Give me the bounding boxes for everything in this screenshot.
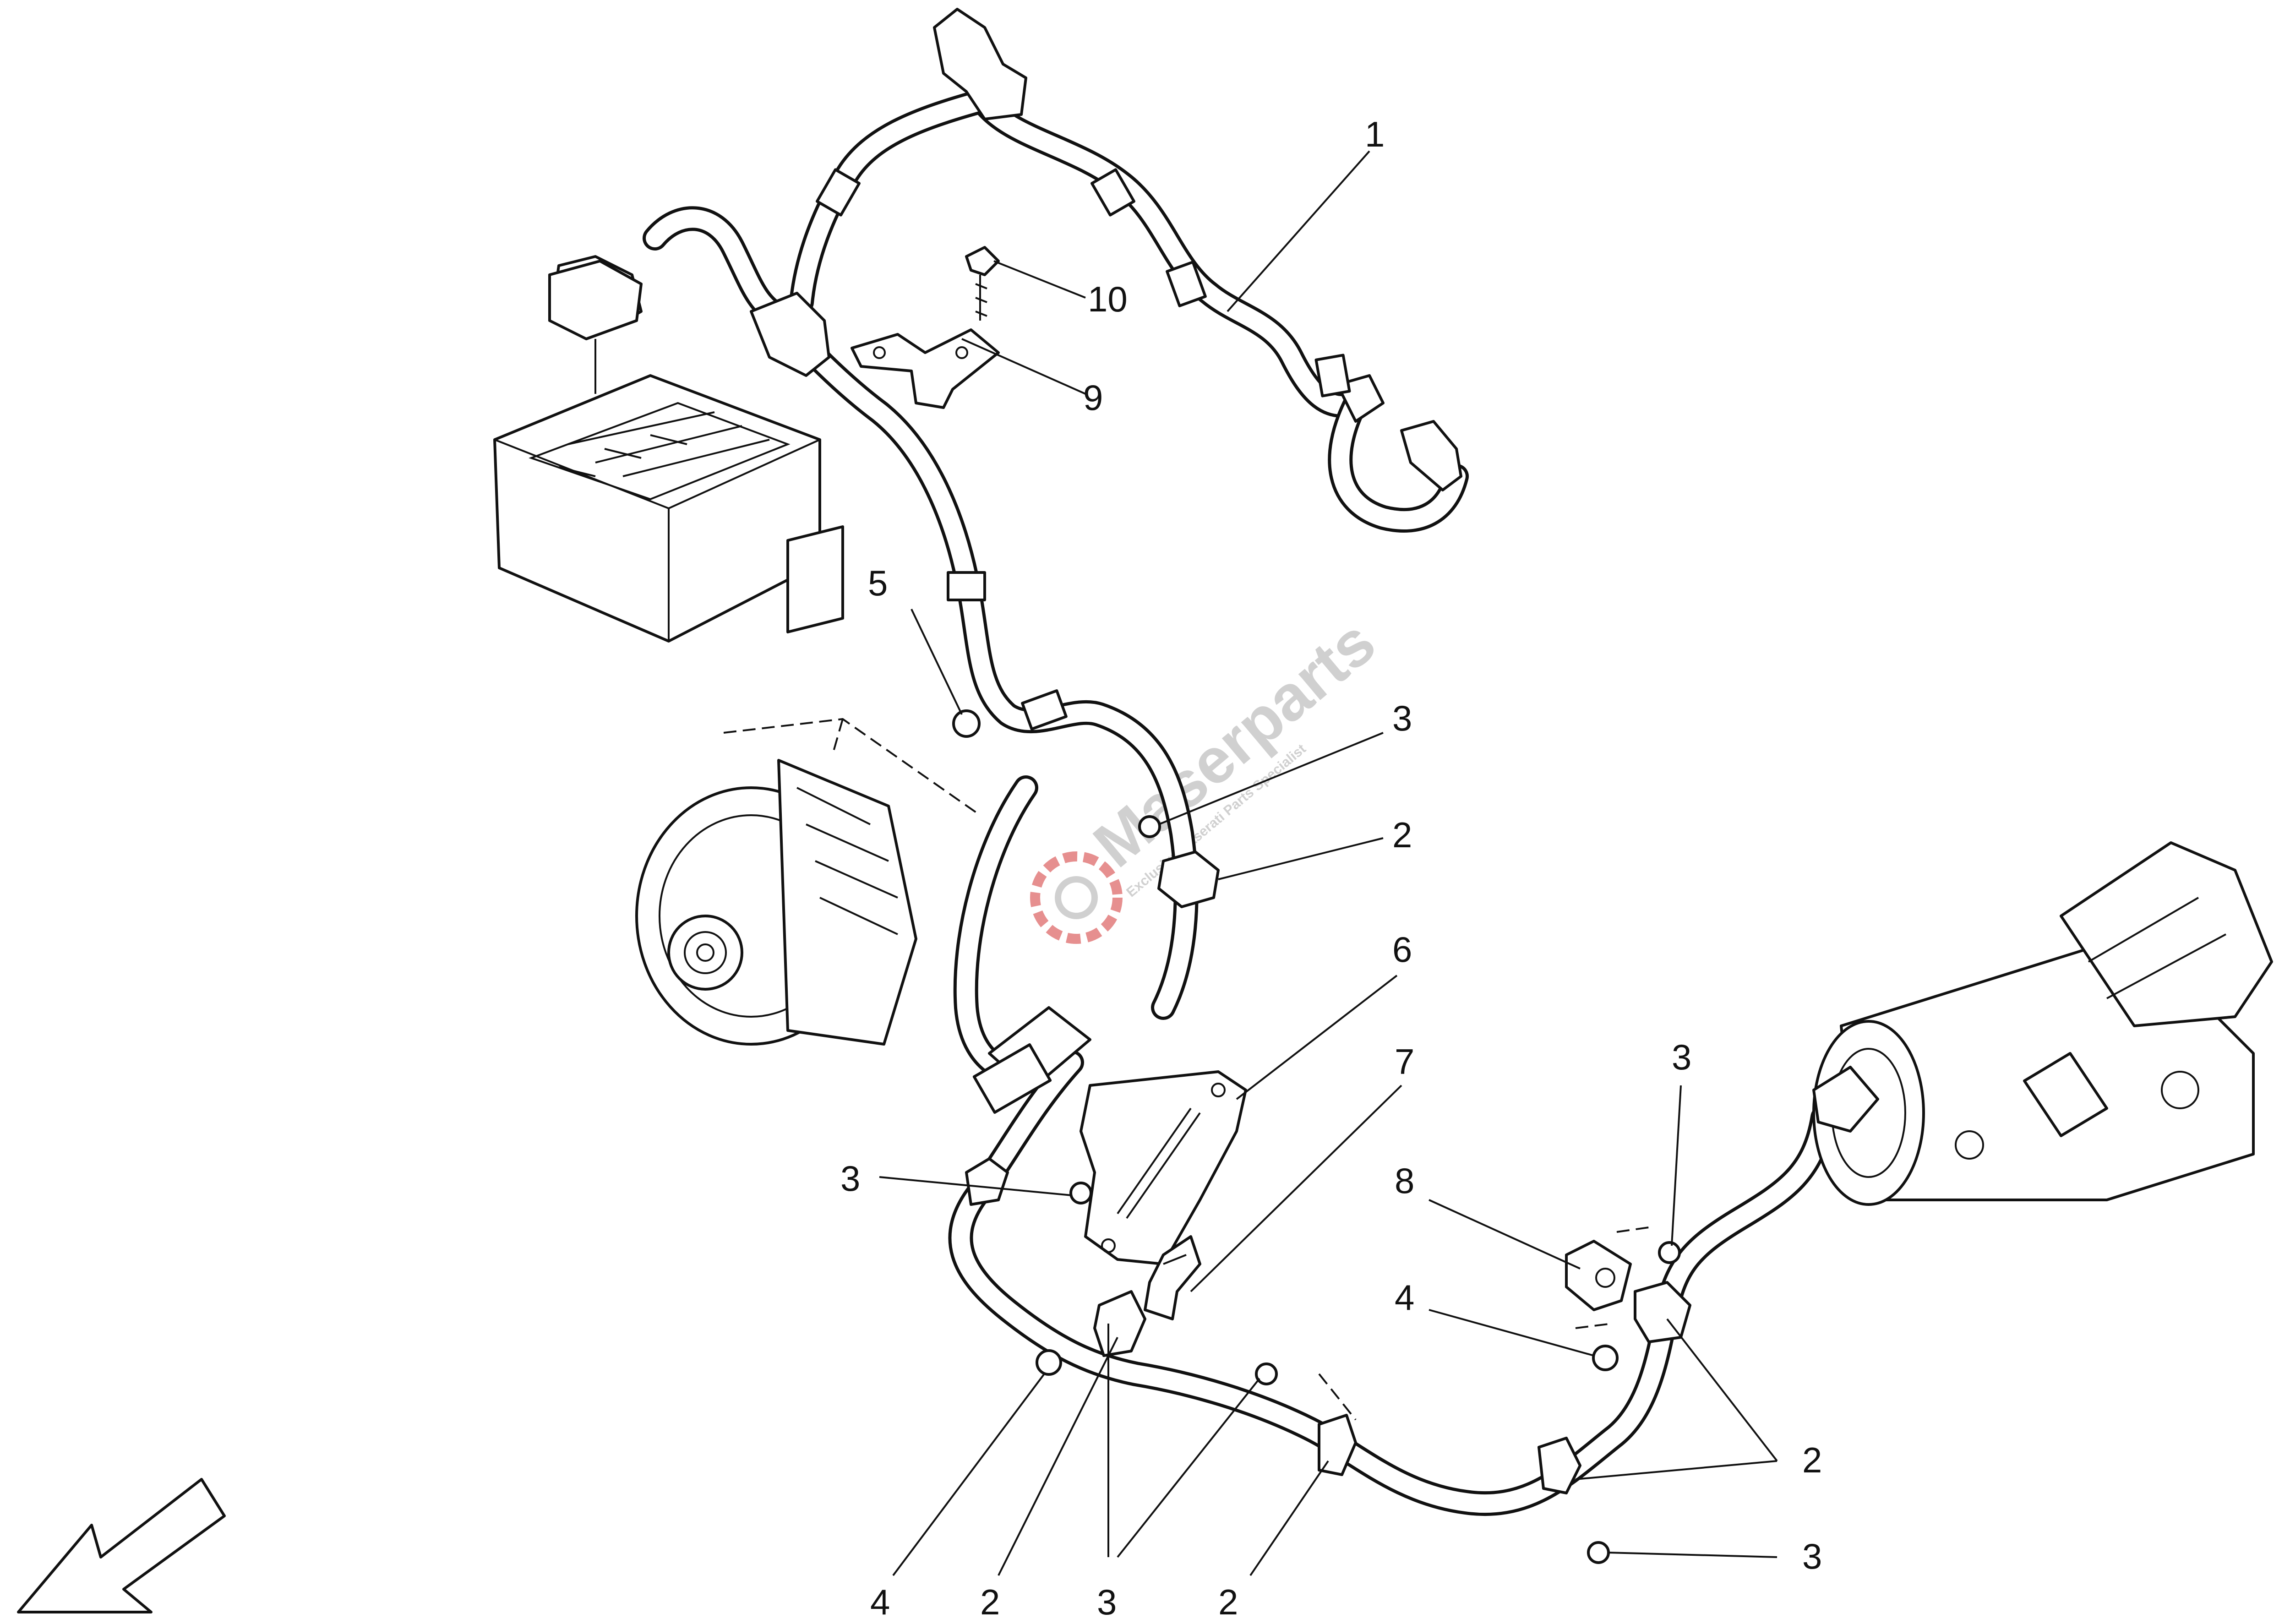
callout-5: 5	[868, 563, 888, 603]
callout-2: 2	[1392, 815, 1412, 855]
nut-4	[1036, 1349, 1062, 1376]
harness-clip	[1021, 689, 1068, 730]
harness-clip	[1166, 261, 1207, 307]
cable-clamp	[965, 1157, 1009, 1206]
bracket-6	[1080, 1070, 1247, 1265]
fasteners	[952, 709, 1681, 1564]
starter-motor	[1812, 841, 2273, 1206]
harness-clip	[816, 168, 861, 217]
harness-clip	[1090, 168, 1135, 217]
cable-sleeve	[972, 1043, 1052, 1114]
leader-lines	[879, 150, 1778, 1576]
harness-junction	[750, 292, 830, 377]
alternator	[635, 718, 981, 1046]
cable-clamp	[1093, 1290, 1146, 1357]
harness-clip	[1314, 354, 1351, 398]
watermark-gear-icon	[1030, 851, 1123, 944]
screw-3	[1587, 1541, 1610, 1564]
callout-9: 9	[1083, 377, 1103, 418]
cable-clamp	[1538, 1437, 1581, 1494]
callout-2: 2	[1218, 1582, 1238, 1622]
bracket-8	[1565, 1240, 1632, 1311]
callout-6: 6	[1392, 929, 1412, 970]
callout-4: 4	[870, 1582, 890, 1622]
callout-3: 3	[1802, 1536, 1822, 1576]
screw-3	[1069, 1182, 1092, 1204]
harness-clip	[947, 571, 986, 601]
callout-2: 2	[980, 1582, 1000, 1622]
bracket-7	[1144, 1235, 1201, 1320]
bracket-9	[851, 328, 1000, 409]
callout-1: 1	[1365, 114, 1385, 154]
callout-3: 3	[840, 1158, 860, 1199]
watermark-gear-inner	[1055, 876, 1098, 919]
relay	[548, 260, 643, 340]
callout-3: 3	[1392, 698, 1412, 738]
bolt-10	[965, 246, 1000, 321]
cable-clamp	[1318, 1414, 1357, 1476]
cable-clamp	[1157, 850, 1220, 908]
callout-3: 3	[1097, 1582, 1117, 1622]
callout-7: 7	[1395, 1041, 1414, 1082]
callout-labels: 1 10 9 5 3 2 6 7 3 3 8 4 2 3 4 2 3 2	[840, 114, 1822, 1622]
callout-3: 3	[1672, 1037, 1691, 1077]
nut-5	[952, 709, 981, 738]
callout-4: 4	[1395, 1277, 1414, 1318]
top-connector	[933, 8, 1027, 120]
callout-10: 10	[1088, 279, 1128, 319]
main-wiring-harness	[553, 8, 1835, 1516]
watermark-brand: Maserparts	[1080, 606, 1388, 881]
fuse-box	[493, 260, 844, 643]
screw-3	[1138, 815, 1161, 838]
screw-3	[1255, 1362, 1278, 1385]
callout-8: 8	[1395, 1161, 1414, 1201]
starter-cable-connector	[1812, 1066, 1879, 1133]
screw-3	[1658, 1241, 1681, 1264]
callout-2: 2	[1802, 1440, 1822, 1480]
orientation-arrow-icon	[17, 1478, 226, 1613]
cable-clamps	[965, 850, 1691, 1494]
nut-4	[1592, 1345, 1619, 1371]
